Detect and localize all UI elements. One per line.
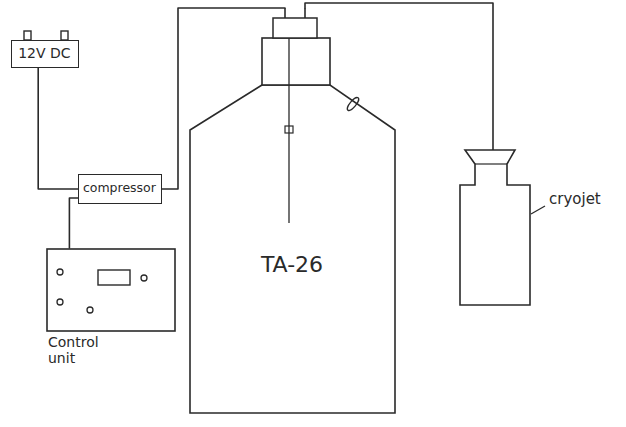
control-knob	[57, 269, 63, 275]
control-unit-housing	[47, 249, 175, 331]
cryojet-outline	[455, 150, 620, 310]
control-knob	[57, 299, 63, 305]
node-label: Control unit	[48, 334, 110, 366]
control-knob	[141, 275, 147, 281]
tube-connector	[69, 198, 78, 248]
node-label: cryojet	[549, 191, 601, 208]
cryojet-collar	[475, 163, 507, 164]
dip-tube	[288, 38, 289, 223]
cryojet-body	[460, 150, 530, 305]
dewar-neck	[262, 38, 330, 85]
control-unit: Control unit	[46, 248, 176, 369]
dewar-cap	[273, 18, 317, 38]
cryojet-bottle: cryojet	[455, 150, 620, 310]
node-label: TA-26	[261, 252, 323, 277]
leader-line	[531, 206, 545, 214]
dewar-vessel: TA-26	[185, 8, 400, 418]
node-label: compressor	[83, 181, 156, 195]
battery-terminal	[24, 31, 31, 40]
tube-stub	[304, 8, 306, 18]
display-window	[98, 270, 130, 285]
dewar-body	[190, 85, 395, 413]
compressor-box: compressor	[78, 174, 162, 204]
tube-connector	[38, 68, 78, 189]
dewar-outline	[185, 8, 400, 418]
tube-stub	[284, 8, 286, 18]
tube-clip	[285, 126, 293, 133]
battery-terminal	[61, 31, 68, 40]
power-supply-box: 12V DC	[11, 40, 79, 68]
control-knob	[87, 307, 93, 313]
node-label: 12V DC	[18, 45, 70, 61]
pressure-valve	[346, 96, 361, 112]
